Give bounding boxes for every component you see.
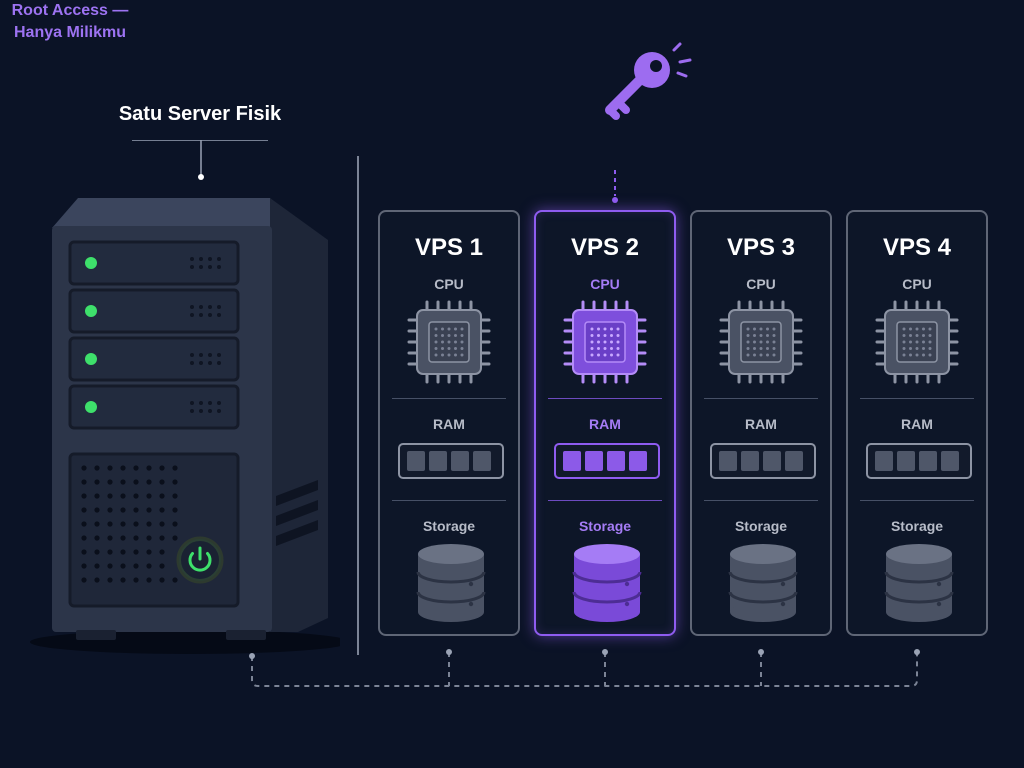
section-divider (704, 398, 818, 399)
section-divider (704, 500, 818, 501)
server-title: Satu Server Fisik (118, 103, 282, 125)
drive-bay (68, 384, 240, 430)
section-divider (860, 500, 974, 501)
section-divider (860, 398, 974, 399)
vps-title: VPS 2 (570, 234, 640, 261)
ram-label: RAM (745, 416, 777, 432)
status-led (85, 401, 97, 413)
storage-label: Storage (890, 518, 944, 534)
root-access-line2: Hanya Milikmu (13, 24, 127, 41)
storage-label: Storage (422, 518, 476, 534)
vps-card-1: VPS 1 CPU RAM Storage (378, 210, 520, 636)
power-icon (179, 539, 221, 581)
vps-title: VPS 3 (726, 234, 796, 261)
ram-icon (398, 443, 504, 479)
ram-module (407, 451, 425, 471)
ram-module (719, 451, 737, 471)
ram-module (763, 451, 781, 471)
bottom-connector (249, 649, 920, 687)
cpu-label: CPU (434, 276, 464, 292)
ram-module (563, 451, 581, 471)
database-icon (884, 544, 954, 622)
storage-label: Storage (734, 518, 788, 534)
key-icon (605, 42, 692, 120)
section-divider (548, 398, 662, 399)
ram-icon (554, 443, 660, 479)
ram-label: RAM (589, 416, 621, 432)
ram-module (919, 451, 937, 471)
section-divider (392, 398, 506, 399)
drive-bay (68, 288, 240, 334)
status-led (85, 257, 97, 269)
storage-label: Storage (578, 518, 632, 534)
database-icon (416, 544, 486, 622)
ram-module (875, 451, 893, 471)
ram-module (429, 451, 447, 471)
cpu-label: CPU (746, 276, 776, 292)
section-divider (392, 500, 506, 501)
status-led (85, 353, 97, 365)
ram-module (585, 451, 603, 471)
status-led (85, 305, 97, 317)
server-tower-icon (30, 140, 340, 654)
ram-module (741, 451, 759, 471)
ram-label: RAM (433, 416, 465, 432)
drive-bay (68, 240, 240, 286)
database-icon (572, 544, 642, 622)
ram-module (473, 451, 491, 471)
root-access-connector (612, 170, 618, 203)
ram-icon (710, 443, 816, 479)
vps-title: VPS 1 (414, 234, 484, 261)
ram-module (607, 451, 625, 471)
vps-title: VPS 4 (882, 234, 952, 261)
vps-card-2: VPS 2 CPU RAM Storage (534, 210, 676, 636)
root-access-line1: Root Access — (11, 2, 129, 19)
database-icon (728, 544, 798, 622)
ram-icon (866, 443, 972, 479)
cpu-icon (719, 300, 803, 384)
cpu-icon (563, 300, 647, 384)
ram-module (897, 451, 915, 471)
drive-bay (68, 336, 240, 382)
cpu-icon (407, 300, 491, 384)
ram-label: RAM (901, 416, 933, 432)
ram-module (785, 451, 803, 471)
cpu-label: CPU (590, 276, 620, 292)
cpu-label: CPU (902, 276, 932, 292)
vps-card-3: VPS 3 CPU RAM Storage (690, 210, 832, 636)
ram-module (941, 451, 959, 471)
ram-module (451, 451, 469, 471)
separator-line (357, 156, 359, 655)
root-access-label: Root Access — Hanya Milikmu (0, 0, 140, 44)
ram-module (629, 451, 647, 471)
cpu-icon (875, 300, 959, 384)
vps-card-4: VPS 4 CPU RAM Storage (846, 210, 988, 636)
section-divider (548, 500, 662, 501)
